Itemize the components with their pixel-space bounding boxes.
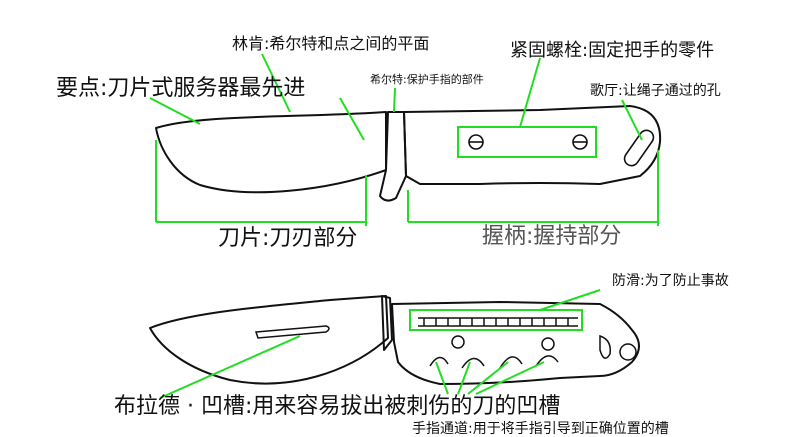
bottom-knife-grip <box>418 317 578 327</box>
top-knife-screws <box>468 134 588 150</box>
label-finger-grooves: 手指通道:用于将手指引导到正确位置的槽 <box>412 421 669 437</box>
bottom-knife-handle <box>391 301 640 385</box>
label-lanyard-hole: 歌厅:让绳子通过的孔 <box>590 83 721 99</box>
top-knife-lanyard-hole <box>623 129 655 167</box>
top-knife-guard <box>379 111 407 202</box>
top-knife-handle <box>403 105 662 185</box>
label-grip: 防滑:为了防止事故 <box>612 273 729 289</box>
bottom-leaders <box>159 289 601 399</box>
label-fuller: 布拉德 · 凹槽:用来容易拔出被刺伤的刀的凹槽 <box>114 394 561 419</box>
label-handle: 握柄:握持部分 <box>482 224 622 249</box>
bottom-knife-screws <box>451 334 637 361</box>
bottom-knife-blade <box>149 295 389 385</box>
bottom-knife <box>149 295 640 385</box>
bottom-knife-fuller <box>254 325 330 339</box>
bottom-knife-finger-grooves <box>429 355 559 369</box>
label-guard: 希尔特:保护手指的部件 <box>370 73 484 86</box>
label-point: 要点:刀片式服务器最先进 <box>56 76 306 101</box>
top-knife-blade <box>155 111 387 194</box>
label-blade: 刀片:刀刃部分 <box>218 226 358 251</box>
label-top-edge: 林肯:希尔特和点之间的平面 <box>232 34 430 53</box>
label-screws: 紧固螺栓:固定把手的零件 <box>510 40 715 61</box>
top-leaders <box>149 53 659 226</box>
bottom-knife-guard <box>381 295 393 351</box>
top-knife <box>155 105 662 202</box>
